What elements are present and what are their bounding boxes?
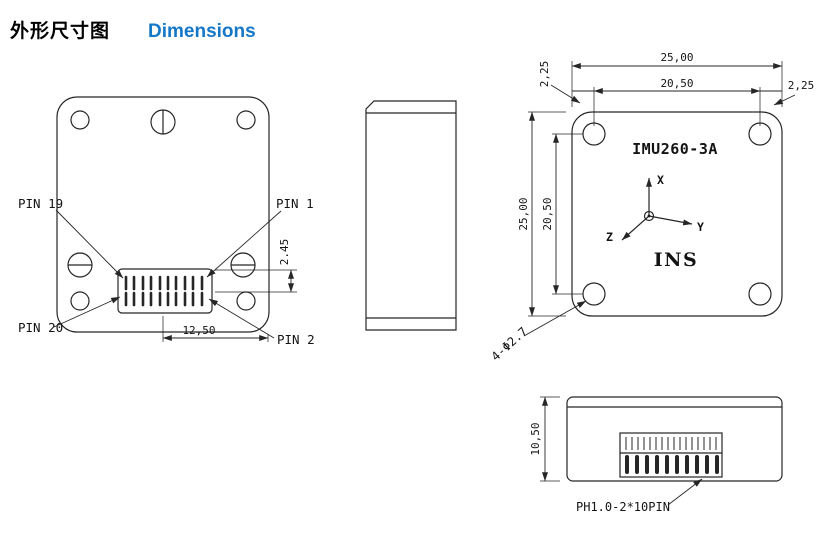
pin2-label: PIN 2: [277, 332, 315, 347]
front-view-annotations: PIN 19 PIN 1 PIN 20 PIN 2 2.45 12,50: [18, 196, 315, 347]
dim-hole-span-h: 20,50: [660, 77, 693, 90]
side-body-outline: [365, 100, 457, 331]
bottom-body-outline: [566, 396, 783, 482]
pin2-leader: [208, 298, 275, 339]
title-english: Dimensions: [148, 21, 256, 42]
bottom-view-annotations: 10,50 PH1.0-2*10PIN: [529, 396, 703, 514]
corner-hole: [582, 282, 606, 306]
corner-offset-left-leader: [550, 84, 581, 104]
corner-hole: [70, 291, 90, 311]
connector-outline: [117, 268, 213, 314]
pin1-label: PIN 1: [276, 196, 314, 211]
dim-outer-height: 25,00: [517, 197, 530, 230]
dim-connector: 12,50: [182, 324, 215, 337]
page-title: 外形尺寸图 Dimensions: [10, 16, 256, 43]
connector-callout: PH1.0-2*10PIN: [576, 500, 670, 514]
pin1-leader: [206, 210, 282, 278]
pin20-leader: [53, 296, 121, 328]
dim-corner-offset-right: 2,25: [788, 79, 815, 92]
axis-y-label: Y: [697, 220, 704, 234]
dim-row-pitch: 2.45: [278, 239, 291, 266]
corner-hole: [70, 110, 90, 130]
pin19-leader: [55, 209, 124, 279]
screw-top: [150, 109, 176, 135]
dim-hole-span-v: 20,50: [541, 197, 554, 230]
corner-hole: [582, 122, 606, 146]
side-view: [365, 100, 457, 331]
dim-corner-offset-left: 2,25: [538, 61, 551, 88]
top-body-outline: [571, 111, 783, 317]
top-view-annotations: IMU260-3A X Y Z INS 25,00 20,50 2,25 2,2…: [489, 51, 815, 364]
axis-origin-dot: [647, 214, 651, 218]
connector-callout-leader: [667, 478, 703, 506]
corner-hole: [236, 110, 256, 130]
corner-hole: [236, 291, 256, 311]
hole-callout: 4-Φ2.7: [489, 324, 531, 363]
model-label: IMU260-3A: [632, 140, 718, 158]
dim-height: 10,50: [529, 422, 542, 455]
brand-logo: INS: [654, 249, 698, 271]
dim-outer-width: 25,00: [660, 51, 693, 64]
title-chinese: 外形尺寸图: [10, 20, 111, 42]
corner-offset-right-leader: [773, 94, 796, 106]
pin19-label: PIN 19: [18, 196, 63, 211]
screw-left: [67, 252, 93, 278]
axis-indicator: [621, 177, 693, 241]
bottom-view: [566, 396, 783, 482]
bottom-connector-outline: [619, 432, 723, 478]
hole-callout-leader: [523, 300, 587, 337]
axis-origin: [643, 210, 655, 222]
connector-pins: [124, 275, 204, 307]
corner-hole: [748, 122, 772, 146]
bottom-connector-contacts: [625, 437, 717, 450]
screw-right: [230, 252, 256, 278]
front-view: [56, 96, 270, 333]
axis-x-label: X: [657, 173, 664, 187]
axis-z-label: Z: [606, 230, 613, 244]
axis-z-arrow: [621, 215, 650, 241]
pin20-label: PIN 20: [18, 320, 63, 335]
corner-hole: [748, 282, 772, 306]
axis-y-arrow: [648, 215, 693, 226]
bottom-connector-pins: [625, 455, 719, 474]
